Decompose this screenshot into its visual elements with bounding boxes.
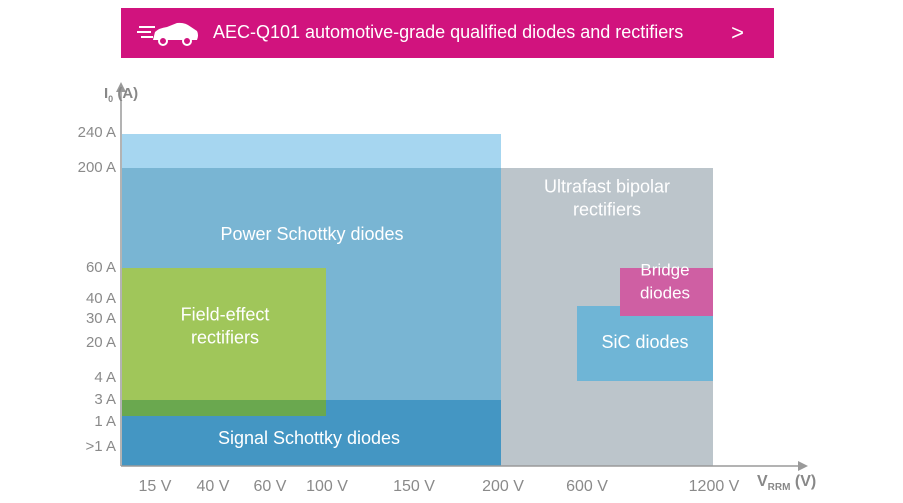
banner-text: AEC-Q101 automotive-grade qualified diod… <box>213 22 684 42</box>
x-axis-arrow <box>798 461 808 471</box>
x-tick-label: 40 V <box>197 478 230 495</box>
region-label-power-schottky-diodes: Power Schottky diodes <box>220 224 403 244</box>
x-tick-label: 200 V <box>482 478 524 495</box>
y-tick-label: 1 A <box>94 413 116 430</box>
region-label-signal-schottky-diodes: Signal Schottky diodes <box>218 428 400 448</box>
x-tick-label: 1200 V <box>689 478 740 495</box>
y-axis-arrow <box>116 82 126 92</box>
x-tick-label: 100 V <box>306 478 348 495</box>
region-field-effect-signal-overlap <box>122 400 326 416</box>
y-tick-label: 200 A <box>78 159 116 176</box>
x-tick-label: 600 V <box>566 478 608 495</box>
x-tick-label: 60 V <box>254 478 287 495</box>
y-tick-label: 60 A <box>86 259 116 276</box>
y-tick-label: 3 A <box>94 391 116 408</box>
region-field-effect-rectifiers <box>122 268 326 416</box>
y-tick-label: 40 A <box>86 290 116 307</box>
region-power-schottky-upper-band <box>122 134 501 168</box>
y-axis-title: I0 (A) <box>104 85 138 104</box>
x-tick-label: 15 V <box>139 478 172 495</box>
y-tick-label: 30 A <box>86 310 116 327</box>
y-tick-label: >1 A <box>86 438 116 455</box>
x-axis-title: VRRM (V) <box>757 473 816 493</box>
automotive-banner-link[interactable]: AEC-Q101 automotive-grade qualified diod… <box>121 8 774 58</box>
region-label-sic-diodes: SiC diodes <box>601 332 688 352</box>
region-bridge-diodes <box>620 268 713 316</box>
region-sic-diodes <box>577 306 713 381</box>
x-tick-label: 150 V <box>393 478 435 495</box>
car-icon <box>137 22 198 46</box>
y-tick-label: 240 A <box>78 124 116 141</box>
y-tick-label: 4 A <box>94 369 116 386</box>
chevron-right-icon: > <box>731 20 744 45</box>
y-tick-label: 20 A <box>86 334 116 351</box>
